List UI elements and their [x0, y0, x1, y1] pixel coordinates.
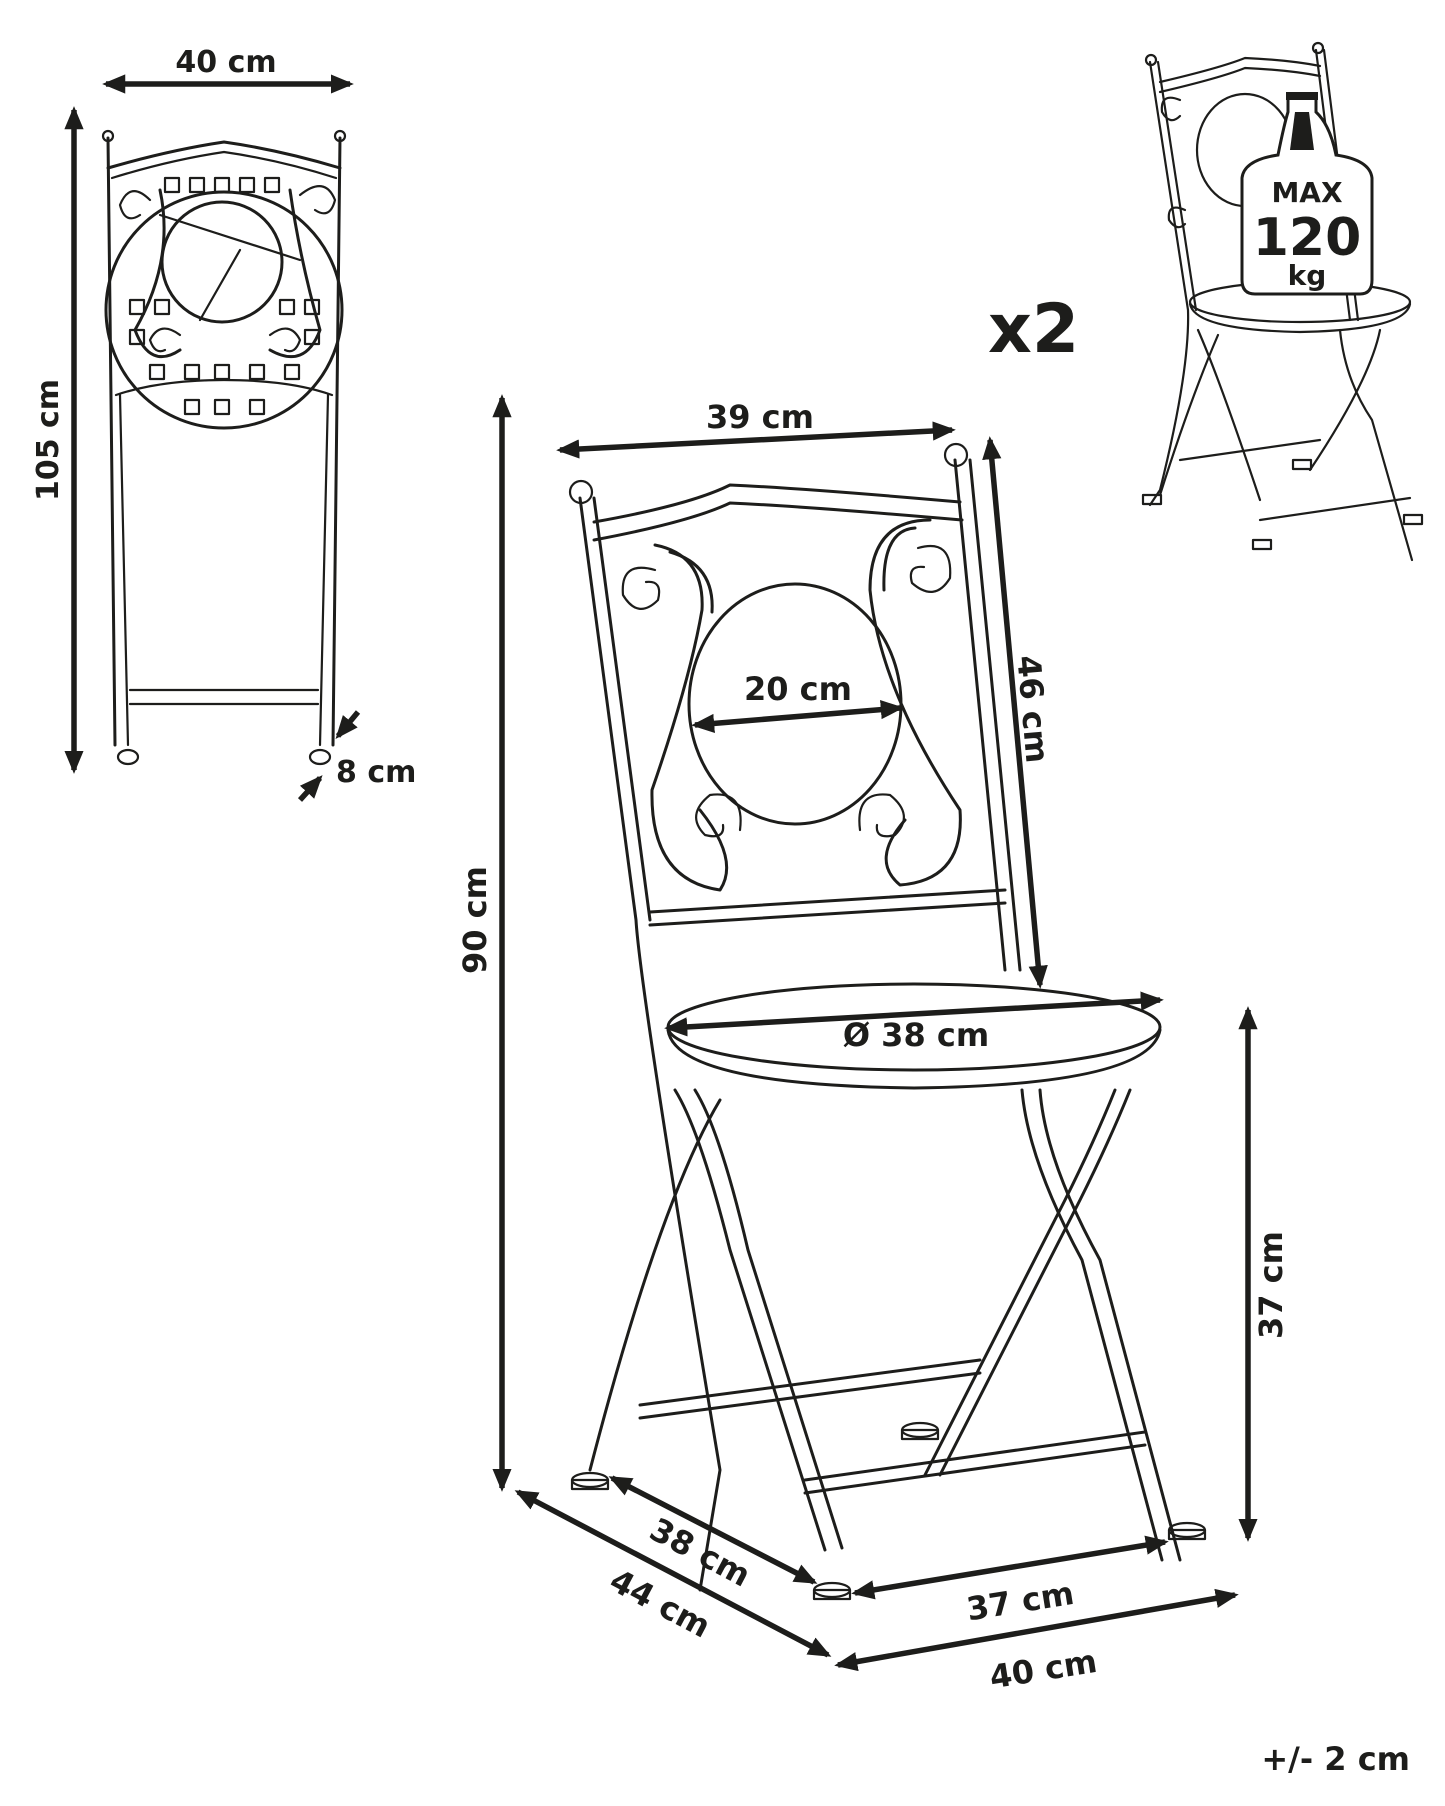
seat-diameter-label: Ø 38 cm: [843, 1016, 989, 1054]
folded-chair-illustration: [101, 129, 347, 766]
base-depth-label: 44 cm: [604, 1561, 717, 1645]
quantity-label: x2: [988, 290, 1079, 369]
load-capacity-chair-illustration: [1141, 41, 1424, 562]
load-value-label: 120: [1253, 208, 1362, 268]
tolerance-label: +/- 2 cm: [1261, 1740, 1410, 1778]
backrest-width-label: 39 cm: [706, 398, 814, 436]
medallion-diameter-label: 20 cm: [744, 670, 852, 708]
base-width-label: 40 cm: [987, 1642, 1100, 1696]
folded-height-label: 105 cm: [31, 379, 66, 501]
weight-icon: [1240, 92, 1374, 296]
load-unit-label: kg: [1288, 259, 1327, 292]
folded-width-label: 40 cm: [175, 45, 276, 80]
front-width-label: 37 cm: [964, 1574, 1077, 1628]
load-max-label: MAX: [1271, 176, 1343, 209]
backrest-height-label: 46 cm: [1009, 654, 1056, 765]
folded-depth-label: 8 cm: [336, 755, 416, 790]
seat-height-label: 37 cm: [1252, 1231, 1290, 1339]
total-height-label: 90 cm: [456, 866, 494, 974]
